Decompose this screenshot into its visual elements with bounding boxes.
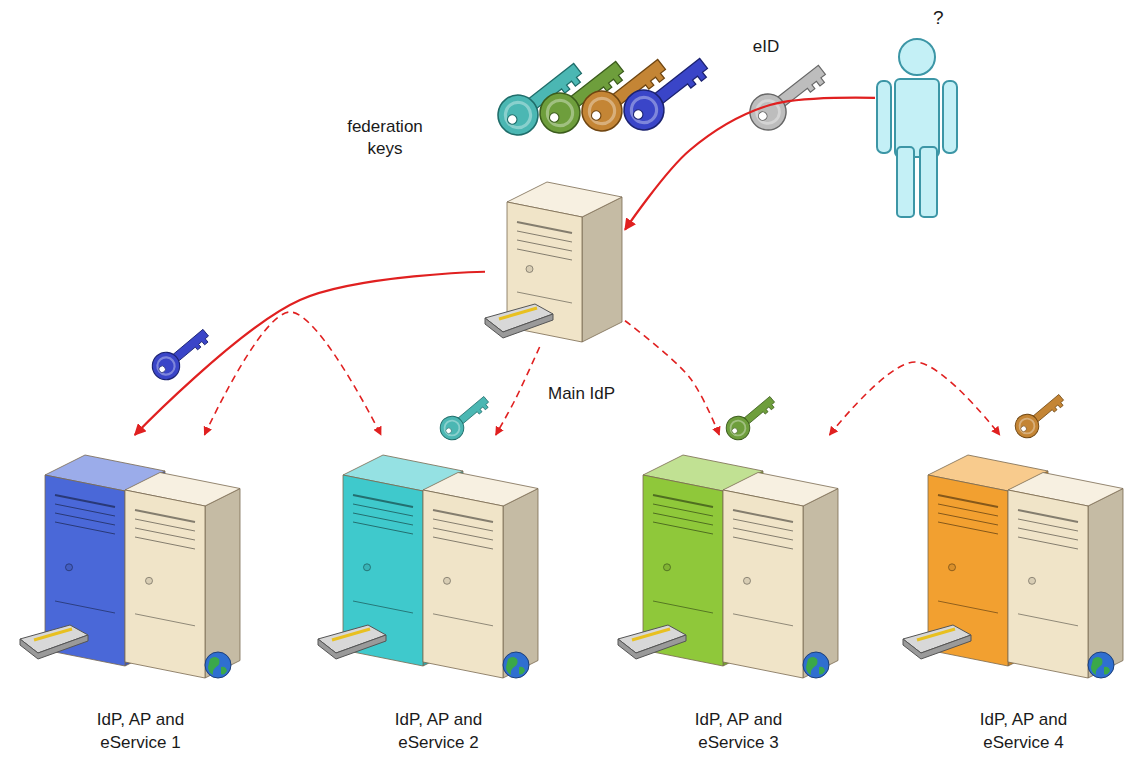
key-label: eID (746, 36, 786, 58)
solid-arrow (135, 272, 485, 435)
user-figure: ? (875, 35, 960, 220)
server-node: IdP, AP and eService 1 (20, 435, 245, 685)
dashed-arrow (625, 321, 719, 435)
server-node: IdP, AP and eService 3 (618, 435, 843, 685)
server-icon (903, 435, 1128, 685)
key-icon (721, 390, 779, 444)
server-node: Main IdP (485, 172, 625, 347)
question-mark: ? (933, 5, 944, 31)
key-icon (435, 390, 493, 444)
dashed-arrow (496, 347, 540, 435)
key-icon (743, 56, 833, 138)
server-label: IdP, AP and eService 4 (968, 709, 1080, 755)
server-label: IdP, AP and eService 3 (683, 709, 795, 755)
server-label: IdP, AP and eService 2 (383, 709, 495, 755)
solid-arrow (625, 98, 875, 230)
server-icon (20, 435, 245, 685)
group-label: federation keys (330, 116, 440, 160)
server-icon (318, 435, 543, 685)
server-icon (618, 435, 843, 685)
dashed-arrow (205, 312, 382, 435)
key-icon (616, 48, 716, 138)
server-icon (485, 172, 625, 347)
server-node: IdP, AP and eService 4 (903, 435, 1128, 685)
server-label: IdP, AP and eService 1 (85, 709, 197, 755)
dashed-arrow (830, 362, 1000, 435)
person-icon (875, 35, 960, 220)
key-icon (147, 322, 215, 385)
server-node: IdP, AP and eService 2 (318, 435, 543, 685)
key-icon (1010, 388, 1068, 442)
server-label: Main IdP (548, 383, 615, 406)
